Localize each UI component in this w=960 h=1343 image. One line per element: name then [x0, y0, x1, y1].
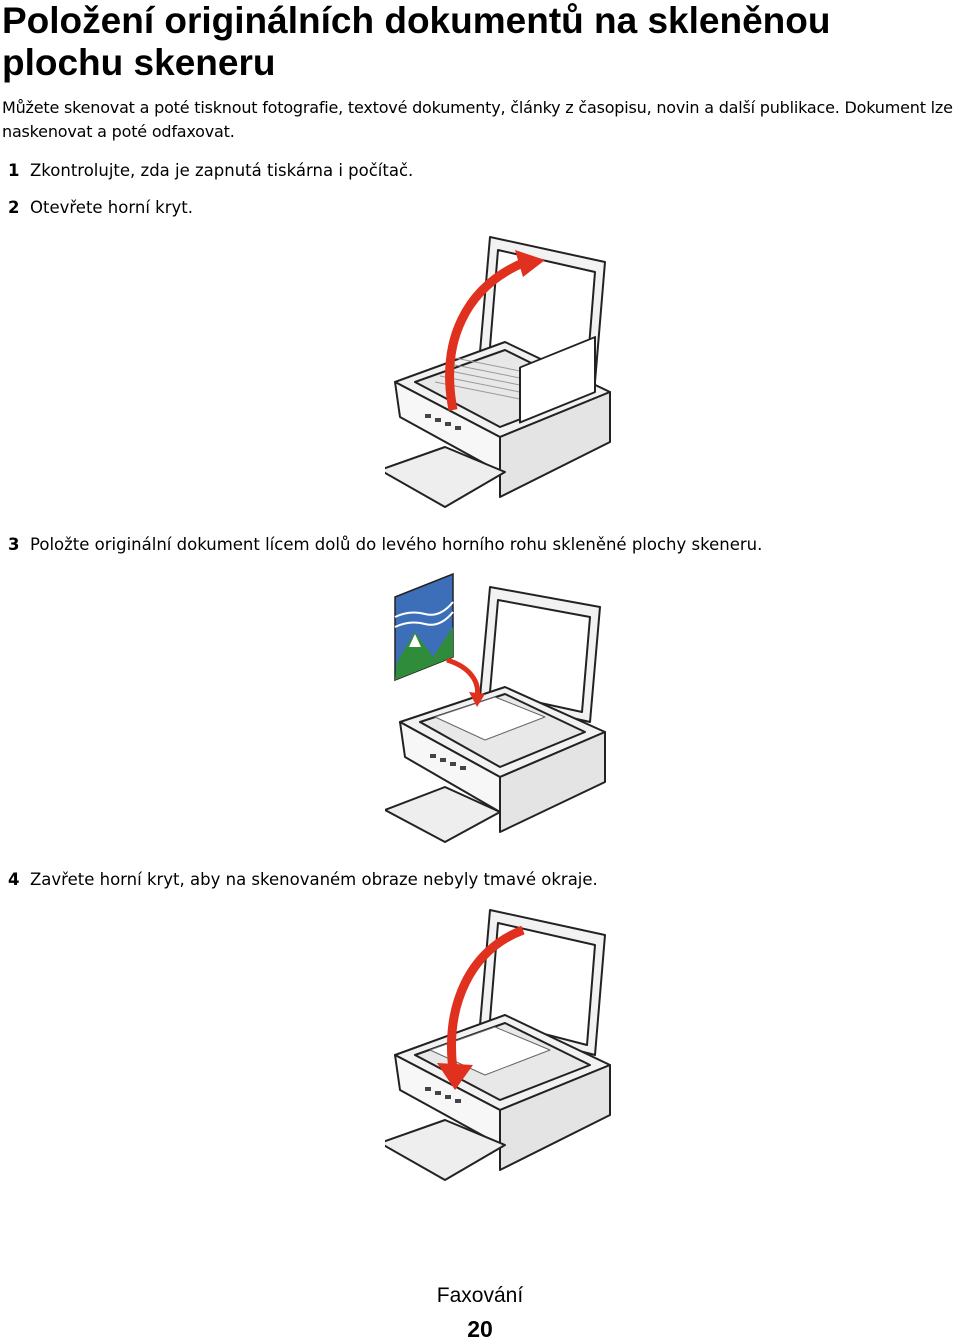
step-number: 3 [8, 535, 20, 554]
footer-section-name: Faxování [436, 1284, 524, 1307]
place-document-illustration [385, 572, 606, 843]
step-3: 3 Položte originální dokument lícem dolů … [8, 534, 762, 556]
step-number: 1 [8, 161, 20, 180]
page-title: Položení originálních dokumentů na sklen… [2, 0, 831, 83]
step-4: 4 Zavřete horní kryt, aby na skenovaném o… [8, 869, 598, 891]
step-text: Zkontrolujte, zda je zapnutá tiskárna i … [30, 161, 414, 180]
step-text: Položte originální dokument lícem dolů d… [30, 535, 763, 554]
intro-paragraph: Můžete skenovat a poté tisknout fotograf… [2, 98, 953, 141]
step-1: 1 Zkontrolujte, zda je zapnutá tiskárna i… [8, 160, 413, 182]
step-number: 2 [8, 198, 20, 217]
photo-document [394, 572, 454, 682]
step-2: 2 Otevřete horní kryt. [8, 197, 193, 219]
step-number: 4 [8, 870, 20, 889]
printer-open-lid-illustration [385, 236, 611, 508]
step-text: Otevřete horní kryt. [30, 198, 193, 217]
step-text: Zavřete horní kryt, aby na skenovaném ob… [30, 870, 598, 889]
printer-close-lid-illustration [385, 909, 611, 1181]
page-number: 20 [467, 1316, 493, 1342]
